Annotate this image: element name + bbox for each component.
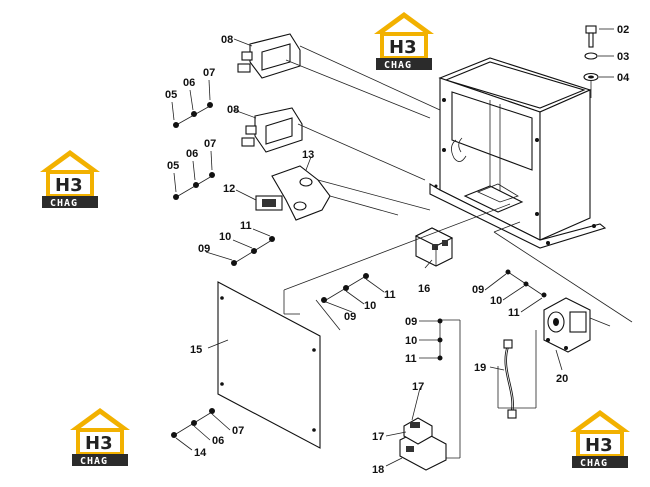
- label-09-b: 09: [344, 311, 356, 323]
- label-05-lower: 05: [167, 160, 179, 172]
- label-19: 19: [474, 362, 486, 374]
- relay-switch-upper: [237, 33, 441, 119]
- connector-12: [255, 195, 283, 211]
- svg-text:H3: H3: [389, 37, 417, 58]
- svg-text:H3: H3: [55, 175, 83, 196]
- watermark-logo-left: H3 CHAG: [40, 150, 100, 209]
- fastener-set-09-10-11-c: [437, 318, 443, 361]
- label-07-bottom: 07: [232, 425, 244, 437]
- label-11-d: 11: [508, 307, 520, 319]
- svg-text:CHAG: CHAG: [580, 458, 608, 469]
- part-labels: 02 03 04 08 07 06 05 08 07 06 05 13 12 1…: [165, 24, 630, 476]
- svg-text:H3: H3: [85, 433, 113, 454]
- label-18: 18: [372, 464, 384, 476]
- label-10-a: 10: [219, 231, 231, 243]
- bolt-washer-stack: [583, 25, 614, 98]
- svg-text:CHAG: CHAG: [80, 456, 108, 467]
- label-09-c: 09: [405, 316, 417, 328]
- label-06-upper: 06: [183, 77, 195, 89]
- label-13: 13: [302, 149, 314, 161]
- assembly-lines: [283, 203, 633, 459]
- relay-16: [414, 227, 454, 267]
- label-15: 15: [190, 344, 202, 356]
- watermark-logo-bottom-right: H3 CHAG: [570, 410, 630, 469]
- svg-text:CHAG: CHAG: [384, 60, 412, 71]
- label-14: 14: [194, 447, 207, 459]
- fastener-leader-ticks: [171, 79, 543, 451]
- label-08-lower: 08: [227, 104, 239, 116]
- label-11-b: 11: [384, 289, 396, 301]
- label-10-c: 10: [405, 335, 417, 347]
- fastener-set-lower: [173, 172, 215, 200]
- watermark-logo-bottom-left: H3 CHAG: [70, 408, 130, 467]
- watermark-logo-top: H3 CHAG: [374, 12, 434, 71]
- label-06-lower: 06: [186, 148, 198, 160]
- battery-switch-20: [543, 297, 611, 353]
- fastener-set-14-06-07: [171, 408, 215, 438]
- label-03: 03: [617, 51, 629, 63]
- relay-switch-lower: [241, 107, 426, 181]
- svg-text:H3: H3: [585, 435, 613, 456]
- label-10-b: 10: [364, 300, 376, 312]
- label-17-upper: 17: [412, 381, 424, 393]
- fastener-set-09-10-11-a: [231, 236, 275, 266]
- fastener-set-09-10-11-b: [321, 273, 369, 303]
- leader-lines: [207, 38, 563, 467]
- label-11-c: 11: [405, 353, 417, 365]
- terminal-block-18: [399, 417, 447, 471]
- fastener-set-09-10-11-d: [505, 269, 547, 298]
- label-16: 16: [418, 283, 430, 295]
- label-12: 12: [223, 183, 235, 195]
- cover-panel-15: [217, 281, 321, 449]
- label-02: 02: [617, 24, 629, 36]
- box-enclosure: [429, 57, 607, 249]
- label-08-upper: 08: [221, 34, 233, 46]
- label-11-a: 11: [240, 220, 252, 232]
- label-09-a: 09: [198, 243, 210, 255]
- label-04: 04: [617, 72, 630, 84]
- label-07-upper: 07: [203, 67, 215, 79]
- mount-bracket-13: [271, 165, 431, 221]
- svg-text:CHAG: CHAG: [50, 198, 78, 209]
- label-20: 20: [556, 373, 568, 385]
- label-07-lower: 07: [204, 138, 216, 150]
- cable-19: [497, 330, 537, 419]
- fastener-set-upper: [173, 102, 213, 128]
- label-17-lower: 17: [372, 431, 384, 443]
- label-10-d: 10: [490, 295, 502, 307]
- label-06-bottom: 06: [212, 435, 224, 447]
- label-05-upper: 05: [165, 89, 177, 101]
- label-09-d: 09: [472, 284, 484, 296]
